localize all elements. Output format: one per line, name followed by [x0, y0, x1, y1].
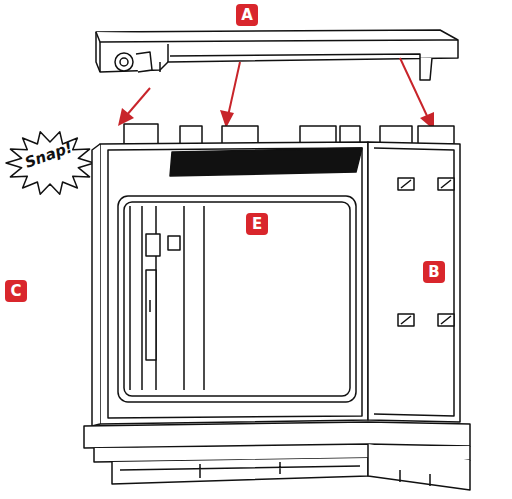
top-piece	[96, 30, 458, 80]
side-panel	[368, 142, 460, 422]
starburst-shape	[6, 132, 94, 194]
callout-letter: B	[423, 261, 445, 283]
base-tray	[84, 422, 470, 490]
snap-starburst	[6, 132, 94, 194]
callout-letter: A	[236, 4, 258, 26]
front-panel	[92, 142, 368, 426]
callout-letter: C	[5, 280, 27, 302]
callout-letter: E	[246, 213, 268, 235]
assembly-arrows	[126, 58, 428, 118]
